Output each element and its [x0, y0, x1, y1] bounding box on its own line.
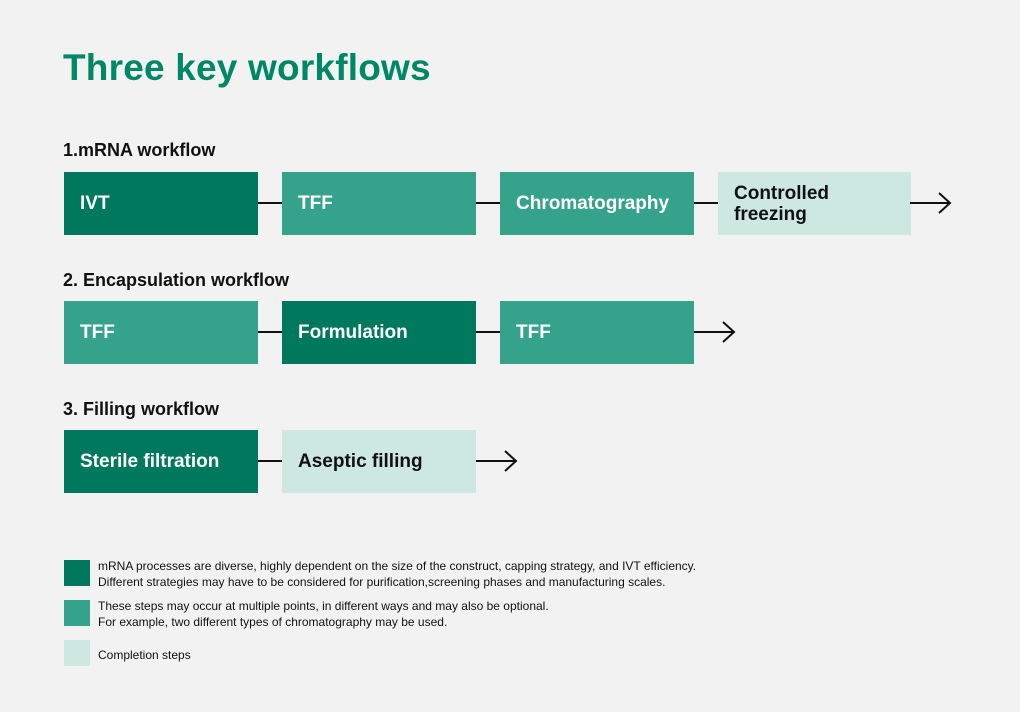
legend-light-line-1: Completion steps	[98, 648, 191, 662]
workflow-1-step-controlled-freezing: Controlled freezing	[718, 172, 911, 235]
legend-mid-line-1: These steps may occur at multiple points…	[98, 599, 549, 613]
legend-swatch-mid	[64, 600, 90, 626]
workflow-3-arrow-right-icon	[476, 450, 518, 472]
legend-swatch-dark	[64, 560, 90, 586]
legend-swatch-light	[64, 640, 90, 666]
workflow-1-step-ivt: IVT	[64, 172, 258, 235]
workflow-1-step-chromatography: Chromatography	[500, 172, 694, 235]
page-title: Three key workflows	[63, 47, 431, 88]
workflow-3-step-sterile-filtration: Sterile filtration	[64, 430, 258, 493]
legend-mid-line-2: For example, two different types of chro…	[98, 615, 448, 629]
workflow-1-step-tff: TFF	[282, 172, 476, 235]
workflow-3-step-aseptic-filling: Aseptic filling	[282, 430, 476, 493]
workflow-1-connector-3	[694, 202, 718, 204]
workflow-2-arrow-right-icon	[694, 321, 736, 343]
legend-dark-line-1: mRNA processes are diverse, highly depen…	[98, 559, 697, 573]
workflow-3-heading: 3. Filling workflow	[63, 399, 220, 419]
workflow-2-connector-1	[258, 331, 282, 333]
workflow-3-connector-1	[258, 460, 282, 462]
workflow-2-step-tff-1: TFF	[64, 301, 258, 364]
legend-text-dark: mRNA processes are diverse, highly depen…	[98, 558, 798, 590]
workflow-1-heading: 1.mRNA workflow	[63, 140, 216, 160]
workflow-2-connector-2	[476, 331, 500, 333]
workflow-1-arrow-right-icon	[910, 192, 952, 214]
workflow-1-connector-2	[476, 202, 500, 204]
workflow-2-step-formulation: Formulation	[282, 301, 476, 364]
legend-text-light: Completion steps	[98, 647, 798, 663]
legend-text-mid: These steps may occur at multiple points…	[98, 598, 798, 630]
legend-dark-line-2: Different strategies may have to be cons…	[98, 575, 666, 589]
workflow-2-step-tff-2: TFF	[500, 301, 694, 364]
workflow-2-heading: 2. Encapsulation workflow	[63, 270, 290, 290]
workflow-1-connector-1	[258, 202, 282, 204]
